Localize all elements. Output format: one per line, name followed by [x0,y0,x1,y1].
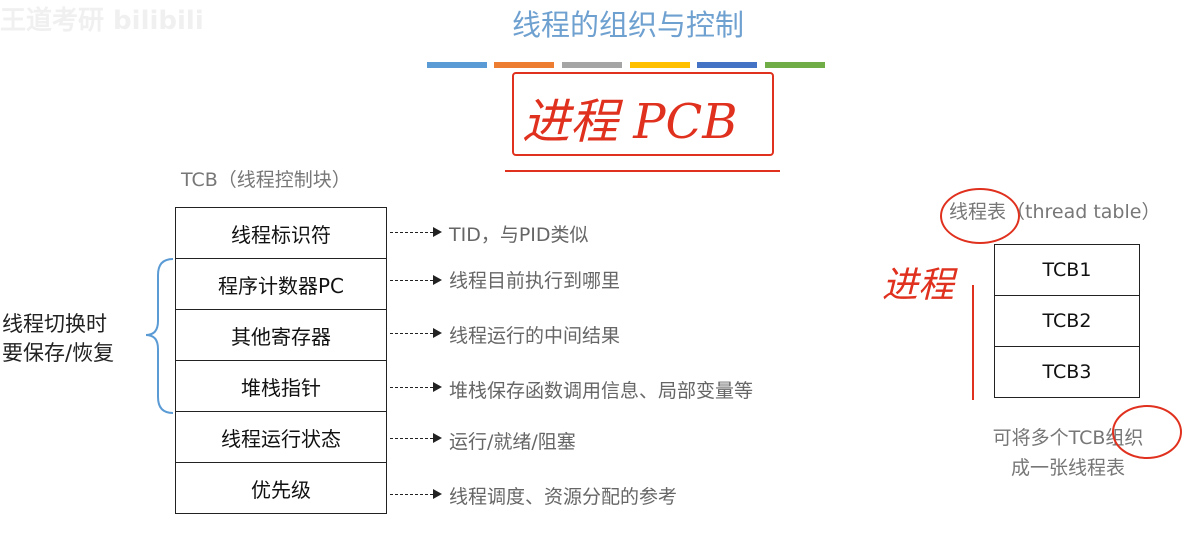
tcb-field: 程序计数器PC [175,258,387,310]
curly-brace [145,258,174,414]
slide-title: 线程的组织与控制 [511,8,744,42]
tcb-field: 优先级 [175,462,387,514]
thread-table: TCB1 TCB2 TCB3 [994,244,1140,398]
dashed-arrow [390,489,442,499]
thread-table-note-line2: 成一张线程表 [1010,457,1125,479]
tcb-heading: TCB（线程控制块） [181,169,351,191]
watermark: 王道考研 bilibili [0,6,204,36]
thread-table-note-line1: 可将多个TCB组织 [992,427,1144,449]
tcb-desc: 线程目前执行到哪里 [449,270,621,292]
dashed-arrow [390,328,442,338]
handwritten-circle [940,188,1020,244]
dashed-arrow [390,382,442,392]
thread-table-row: TCB3 [994,346,1140,398]
tcb-field: 其他寄存器 [175,309,387,361]
tcb-desc: TID，与PID类似 [449,224,589,246]
thread-table-row: TCB2 [994,295,1140,347]
tcb-desc: 运行/就绪/阻塞 [449,431,576,453]
handwritten-circle [1112,405,1182,459]
tcb-field: 线程运行状态 [175,411,387,463]
color-bar [630,62,690,68]
thread-table-row: TCB1 [994,244,1140,296]
handwritten-process-pcb: 进程 PCB [522,94,738,150]
tcb-field: 堆栈指针 [175,360,387,412]
tcb-table: 线程标识符 程序计数器PC 其他寄存器 堆栈指针 线程运行状态 优先级 [175,207,387,514]
color-bar [765,62,825,68]
brace-note-line2: 要保存/恢复 [2,341,115,365]
color-bar [562,62,622,68]
handwritten-box [512,72,774,156]
tcb-desc: 堆栈保存函数调用信息、局部变量等 [449,380,754,402]
handwritten-underline [505,170,780,172]
tcb-desc: 线程运行的中间结果 [449,325,621,347]
tcb-field: 线程标识符 [175,207,387,259]
brace-note: 线程切换时 要保存/恢复 [2,310,114,368]
dashed-arrow [390,275,442,285]
dashed-arrow [390,433,442,443]
tcb-desc: 线程调度、资源分配的参考 [449,486,678,508]
handwritten-stroke [972,285,974,400]
dashed-arrow [390,227,442,237]
thread-table-note: 可将多个TCB组织 成一张线程表 [970,423,1166,483]
brace-note-line1: 线程切换时 [2,312,107,336]
color-bar [494,62,554,68]
color-bar [427,62,487,68]
color-bar [697,62,757,68]
handwritten-process: 进程 [882,265,955,306]
